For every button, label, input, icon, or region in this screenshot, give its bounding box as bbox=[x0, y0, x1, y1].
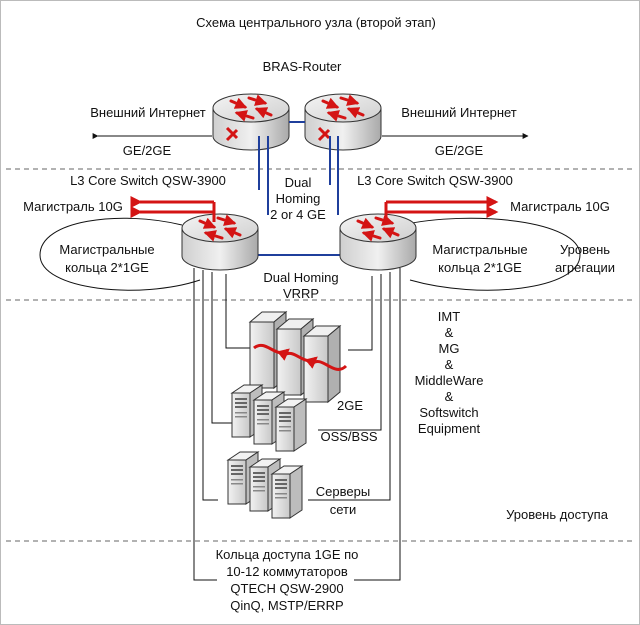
access-links bbox=[193, 268, 401, 581]
rings-left-label: Магистральные кольца 2*1GE bbox=[59, 242, 154, 275]
trunk-10g-arrows bbox=[130, 196, 499, 222]
svg-text:IMT: IMT bbox=[438, 309, 460, 324]
ge-left-label: GE/2GE bbox=[123, 143, 172, 158]
core-switch-right-label: L3 Core Switch QSW-3900 bbox=[357, 173, 513, 188]
svg-text:MiddleWare: MiddleWare bbox=[415, 373, 484, 388]
svg-text:Уровень: Уровень bbox=[560, 242, 610, 257]
svg-text:10-12 коммутаторов: 10-12 коммутаторов bbox=[226, 564, 348, 579]
svg-text:Кольца доступа 1GE по: Кольца доступа 1GE по bbox=[216, 547, 359, 562]
dual-homing-top: Dual Homing 2 or 4 GE bbox=[270, 175, 326, 222]
svg-text:кольца 2*1GE: кольца 2*1GE bbox=[65, 260, 149, 275]
diagram-title: Схема центрального узла (второй этап) bbox=[196, 15, 436, 30]
trunk-left-label: Магистраль 10G bbox=[23, 199, 123, 214]
svg-text:Dual Homing: Dual Homing bbox=[263, 270, 338, 285]
svg-text:QinQ, MSTP/ERRP: QinQ, MSTP/ERRP bbox=[230, 598, 343, 613]
aggregation-level-label: Уровень агрегации bbox=[555, 242, 615, 275]
svg-text:Equipment: Equipment bbox=[418, 421, 481, 436]
network-servers-label: Серверы сети bbox=[316, 484, 370, 517]
svg-text:сети: сети bbox=[330, 502, 357, 517]
svg-text:Dual: Dual bbox=[285, 175, 312, 190]
ge-right-label: GE/2GE bbox=[435, 143, 484, 158]
svg-text:Серверы: Серверы bbox=[316, 484, 370, 499]
svg-text:MG: MG bbox=[439, 341, 460, 356]
svg-text:агрегации: агрегации bbox=[555, 260, 615, 275]
svg-text:Softswitch: Softswitch bbox=[419, 405, 478, 420]
dual-homing-vrrp: Dual Homing VRRP bbox=[263, 270, 338, 301]
svg-text:2 or 4 GE: 2 or 4 GE bbox=[270, 207, 326, 222]
svg-text:&: & bbox=[445, 357, 454, 372]
level-separators bbox=[6, 168, 634, 542]
access-rings-label: Кольца доступа 1GE по 10-12 коммутаторов… bbox=[216, 547, 359, 613]
trunk-right-label: Магистраль 10G bbox=[510, 199, 610, 214]
svg-text:VRRP: VRRP bbox=[283, 286, 319, 301]
l3-core-switch-left bbox=[181, 213, 259, 271]
l3-core-switch-right bbox=[339, 213, 417, 271]
svg-text:&: & bbox=[445, 325, 454, 340]
svg-text:Homing: Homing bbox=[276, 191, 321, 206]
svg-text:Магистральные: Магистральные bbox=[432, 242, 527, 257]
rings-right-label: Магистральные кольца 2*1GE bbox=[432, 242, 527, 275]
core-switch-left-label: L3 Core Switch QSW-3900 bbox=[70, 173, 226, 188]
bras-router-left bbox=[212, 93, 290, 151]
svg-text:QTECH QSW-2900: QTECH QSW-2900 bbox=[230, 581, 343, 596]
backbone-rings bbox=[39, 217, 581, 291]
blue-links bbox=[258, 121, 340, 256]
svg-text:&: & bbox=[445, 389, 454, 404]
svg-text:Магистральные: Магистральные bbox=[59, 242, 154, 257]
svg-text:кольца 2*1GE: кольца 2*1GE bbox=[438, 260, 522, 275]
cluster-link-label: 2GE bbox=[337, 398, 363, 413]
access-level-label: Уровень доступа bbox=[506, 507, 609, 522]
internet-left-label: Внешний Интернет bbox=[90, 105, 206, 120]
server-cluster bbox=[249, 311, 348, 403]
services-label: IMT & MG & MiddleWare & Softswitch Equip… bbox=[415, 309, 484, 436]
oss-bss-label: OSS/BSS bbox=[320, 429, 377, 444]
router-label: BRAS-Router bbox=[263, 59, 342, 74]
internet-right-label: Внешний Интернет bbox=[401, 105, 517, 120]
bras-router-right bbox=[304, 93, 382, 151]
